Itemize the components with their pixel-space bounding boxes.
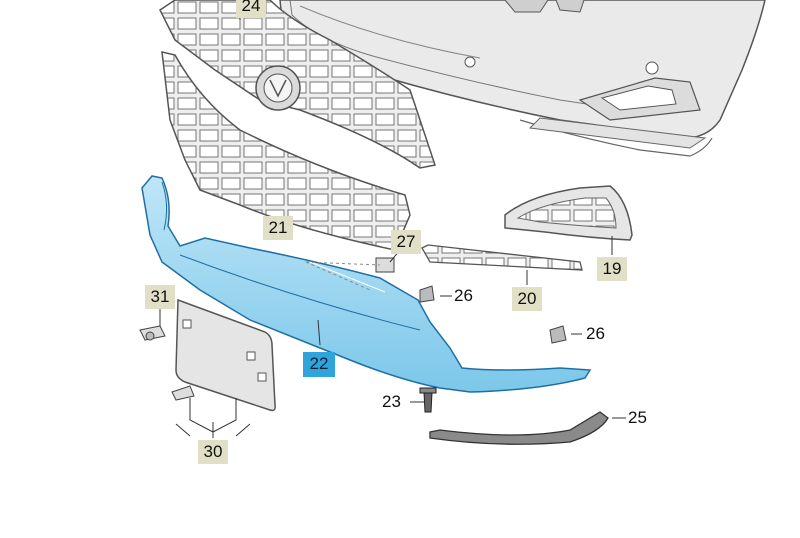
spoiler-trim-strip (429, 411, 609, 445)
callout-26-lower[interactable]: 26 (586, 324, 605, 343)
callout-25[interactable]: 25 (628, 408, 647, 427)
fasteners (139, 257, 567, 413)
callout-24[interactable]: 24 (236, 0, 266, 18)
license-plate-bracket (175, 298, 276, 412)
callout-23[interactable]: 23 (382, 392, 401, 411)
front-spoiler (141, 175, 592, 393)
upper-grille (159, 0, 436, 169)
callout-26-upper[interactable]: 26 (454, 286, 473, 305)
side-grille-insert (504, 185, 633, 241)
callout-30[interactable]: 30 (198, 440, 228, 464)
callout-20[interactable]: 20 (512, 287, 542, 311)
dashed-guide-lines (305, 261, 381, 291)
callout-27[interactable]: 27 (391, 230, 421, 254)
callout-19[interactable]: 19 (597, 257, 627, 281)
grille-trim-strip (421, 244, 583, 271)
callout-22-highlighted[interactable]: 22 (303, 352, 335, 377)
front-bumper-cover (279, 0, 766, 157)
callout-31[interactable]: 31 (145, 285, 175, 309)
callout-21[interactable]: 21 (263, 216, 293, 240)
